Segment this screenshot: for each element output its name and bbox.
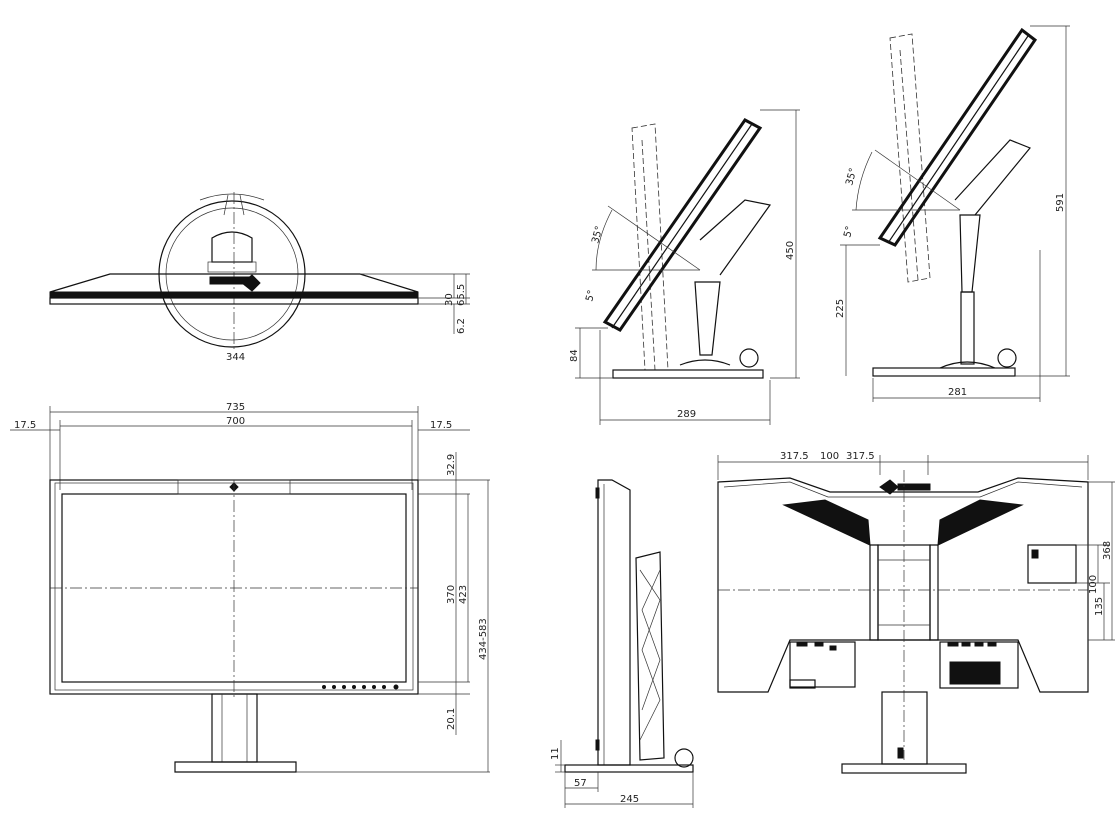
rear-view: 317.5 100 317.5	[717, 451, 1115, 774]
side-profile-base	[564, 764, 694, 773]
top-depth-back-label: 65.5	[456, 284, 467, 306]
rear-mount-right-label: 317.5	[846, 451, 875, 462]
side-raised-wheel	[997, 348, 1017, 368]
front-panel-height-label: 423	[458, 585, 469, 604]
side-raised-base	[872, 367, 1016, 377]
side-profile-wheel	[674, 748, 694, 768]
side-raised-down-label: 5°	[842, 225, 856, 239]
rear-mount-center-label: 100	[820, 451, 839, 462]
side-tilt-lowest-label: 84	[569, 349, 580, 362]
front-bezel-right-label: 17.5	[430, 420, 452, 431]
front-top-bezel-label: 32.9	[446, 454, 457, 476]
rear-label-plate	[949, 661, 1001, 685]
top-view: 30 65.5 6.2 344	[49, 192, 470, 363]
front-stand-base	[174, 761, 297, 773]
side-tilt-view: 35° 5° 450 84 289	[569, 109, 800, 425]
side-tilt-down-label: 5°	[584, 289, 598, 303]
front-bottom-offset-label: 20.1	[446, 708, 457, 730]
side-tilt-panel	[602, 118, 763, 332]
rear-housing	[717, 477, 1089, 693]
side-profile-offset-label: 57	[574, 778, 587, 789]
side-profile-depth-label: 245	[620, 794, 639, 805]
stand-neck	[211, 231, 253, 263]
side-raised-panel	[877, 27, 1038, 247]
side-tilt-wheel	[739, 348, 759, 368]
front-height-range-label: 434-583	[478, 618, 489, 660]
side-profile-view: 11 57 245	[550, 479, 694, 808]
front-overall-width-label: 735	[226, 402, 245, 413]
side-raised-up-label: 35°	[844, 167, 859, 187]
side-raised-stand	[960, 291, 975, 365]
front-stand-neck	[211, 693, 258, 763]
rear-mount-left-label: 317.5	[780, 451, 809, 462]
rear-vesa-offset-label: 135	[1094, 597, 1105, 616]
side-tilt-height-label: 450	[785, 241, 796, 260]
side-raised-stand-height-label: 225	[835, 299, 846, 318]
top-base-height-label: 6.2	[456, 318, 467, 334]
rear-stand-neck	[881, 691, 928, 765]
side-tilt-stand	[694, 281, 721, 356]
front-screen-width-label: 700	[226, 416, 245, 427]
top-width-label: 344	[226, 352, 245, 363]
rear-vesa-v-label: 100	[1088, 575, 1099, 594]
rear-stand-base	[841, 763, 967, 774]
side-raised-view: 35° 5° 591 225 281	[835, 25, 1070, 402]
front-buttons	[322, 684, 399, 690]
side-raised-depth-label: 281	[948, 387, 967, 398]
front-view: 735 700 17.5 17.5 32.	[10, 402, 490, 773]
side-profile-base-label: 11	[550, 747, 561, 760]
side-tilt-base	[612, 369, 764, 379]
front-bezel-left-label: 17.5	[14, 420, 36, 431]
front-screen-height-label: 370	[446, 585, 457, 604]
side-tilt-up-label: 35°	[590, 225, 605, 245]
panel-top-bar	[49, 291, 419, 299]
top-depth-front-label: 30	[444, 293, 455, 306]
side-tilt-depth-label: 289	[677, 409, 696, 420]
panel-top-outline	[49, 273, 419, 293]
side-profile-panel	[597, 479, 631, 766]
side-raised-height-label: 591	[1055, 193, 1066, 212]
rear-height-label: 368	[1102, 541, 1113, 560]
